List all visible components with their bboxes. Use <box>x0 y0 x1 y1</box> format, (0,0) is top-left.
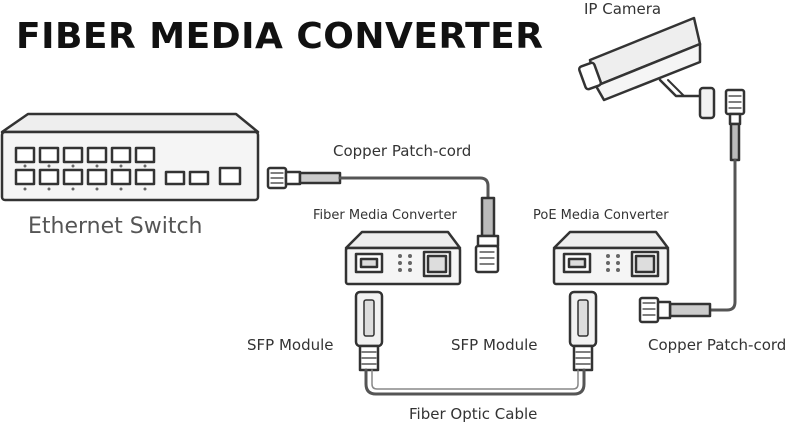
ip-camera-icon <box>577 16 746 162</box>
sfp-module-left-label: SFP Module <box>247 336 334 354</box>
ip-camera-label: IP Camera <box>584 0 662 18</box>
copper-patch-cord-top-icon <box>266 166 500 274</box>
sfp-module-left-icon <box>354 290 384 372</box>
fiber-media-converter-icon <box>344 230 462 286</box>
copper-patch-cord-bottom-icon <box>638 158 737 324</box>
ethernet-switch-label: Ethernet Switch <box>28 214 203 239</box>
fiber-optic-cable-label: Fiber Optic Cable <box>409 405 538 423</box>
sfp-module-right-label: SFP Module <box>451 336 538 354</box>
fiber-optic-cable-icon <box>364 368 586 396</box>
copper-patch-cord-top-label: Copper Patch-cord <box>333 142 472 160</box>
fiber-media-converter-label: Fiber Media Converter <box>313 208 457 223</box>
sfp-module-right-icon <box>568 290 598 372</box>
ethernet-switch-icon <box>0 112 260 202</box>
poe-media-converter-icon <box>552 230 670 286</box>
poe-media-converter-label: PoE Media Converter <box>533 208 669 223</box>
copper-patch-cord-bottom-label: Copper Patch-cord <box>648 336 787 354</box>
page-title: FIBER MEDIA CONVERTER <box>16 16 544 57</box>
